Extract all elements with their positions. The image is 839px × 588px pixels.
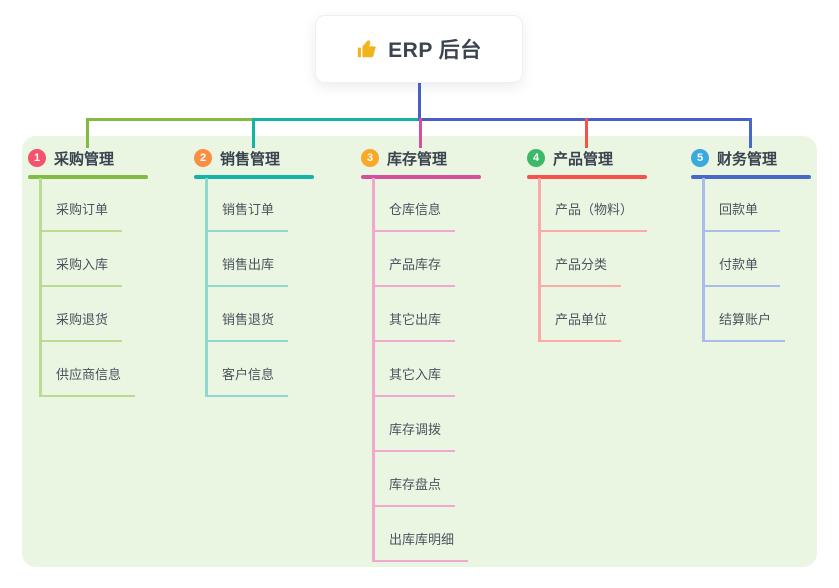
mindmap-branch-node[interactable]: 2 销售管理 (194, 147, 280, 169)
connector-trunk-green (87, 118, 253, 121)
mindmap-child-node[interactable]: 采购退货 (39, 310, 123, 342)
thumbs-up-icon (356, 38, 378, 60)
mindmap-child-node[interactable]: 回款单 (702, 200, 780, 232)
mindmap-child-node[interactable]: 产品库存 (372, 255, 456, 287)
connector-drop-2 (251, 118, 255, 148)
mindmap-child-node[interactable]: 其它入库 (372, 365, 456, 397)
branch-number-badge: 2 (194, 149, 212, 167)
mindmap-child-node[interactable]: 结算账户 (702, 310, 786, 342)
branch-label: 库存管理 (387, 150, 448, 168)
connector-drop-5 (748, 118, 752, 148)
mindmap-branch-node[interactable]: 5 财务管理 (691, 147, 777, 169)
mindmap-child-node[interactable]: 库存调拨 (372, 420, 456, 452)
branches-panel (22, 136, 817, 567)
root-node-title: ERP 后台 (388, 39, 482, 62)
branch-underline (527, 175, 647, 179)
branch-underline (361, 175, 481, 179)
mindmap-child-node[interactable]: 仓库信息 (372, 200, 456, 232)
mindmap-branch-node[interactable]: 1 采购管理 (28, 147, 114, 169)
connector-drop-1 (85, 118, 89, 148)
mindmap-child-node[interactable]: 客户信息 (205, 365, 289, 397)
root-node[interactable]: ERP 后台 (315, 15, 523, 83)
connector-root-stem (417, 83, 421, 121)
mindmap-child-node[interactable]: 销售订单 (205, 200, 289, 232)
branch-number-badge: 4 (527, 149, 545, 167)
branch-number-badge: 3 (361, 149, 379, 167)
mindmap-child-node[interactable]: 付款单 (702, 255, 780, 287)
branch-underline (194, 175, 314, 179)
branch-children-connector (205, 178, 208, 397)
connector-drop-4 (584, 118, 588, 148)
mindmap-child-node[interactable]: 销售出库 (205, 255, 289, 287)
branch-label: 销售管理 (220, 150, 281, 168)
mindmap-branch-node[interactable]: 3 库存管理 (361, 147, 447, 169)
branch-children-connector (39, 178, 42, 397)
branch-underline (691, 175, 811, 179)
branch-children-connector (538, 178, 541, 342)
connector-trunk-teal (253, 118, 420, 121)
mindmap-child-node[interactable]: 其它出库 (372, 310, 456, 342)
mindmap-child-node[interactable]: 采购订单 (39, 200, 123, 232)
branch-children-connector (372, 178, 375, 562)
mindmap-child-node[interactable]: 产品（物料） (538, 200, 648, 232)
branch-underline (28, 175, 148, 179)
mindmap-child-node[interactable]: 产品单位 (538, 310, 622, 342)
mindmap-child-node[interactable]: 出库库明细 (372, 530, 469, 562)
mindmap-child-node[interactable]: 库存盘点 (372, 475, 456, 507)
branch-number-badge: 1 (28, 149, 46, 167)
mindmap-child-node[interactable]: 销售退货 (205, 310, 289, 342)
mindmap-branch-node[interactable]: 4 产品管理 (527, 147, 613, 169)
mindmap-child-node[interactable]: 产品分类 (538, 255, 622, 287)
branch-label: 采购管理 (54, 150, 115, 168)
mindmap-child-node[interactable]: 供应商信息 (39, 365, 136, 397)
mindmap-child-node[interactable]: 采购入库 (39, 255, 123, 287)
connector-drop-3 (418, 118, 422, 148)
branch-number-badge: 5 (691, 149, 709, 167)
branch-label: 产品管理 (553, 150, 614, 168)
branch-label: 财务管理 (717, 150, 778, 168)
branch-children-connector (702, 178, 705, 342)
